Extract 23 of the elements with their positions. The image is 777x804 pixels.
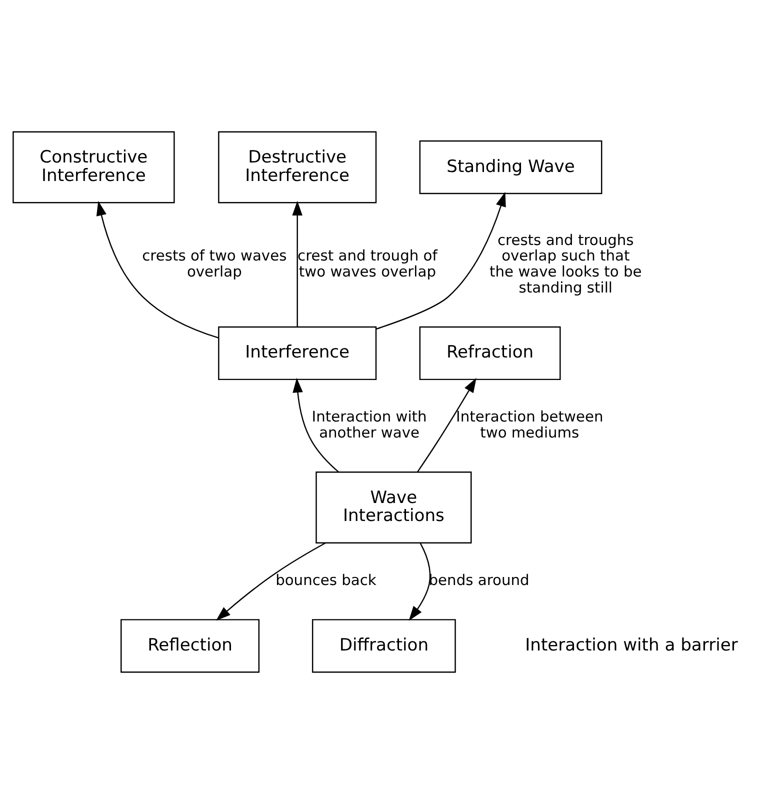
arrow [292, 378, 339, 472]
arrow [408, 542, 431, 621]
edge-label: Interaction with another wave [312, 408, 427, 442]
node-box: Refraction [419, 326, 561, 380]
arrow [292, 200, 302, 327]
node-box: Reflection [120, 619, 260, 673]
label: Interaction with a barrier [525, 635, 738, 656]
node-box: Wave Interactions [316, 472, 472, 544]
arrow [96, 200, 219, 338]
arrow [376, 192, 506, 330]
node-box: Destructive Interference [218, 131, 377, 204]
edge-label: bounces back [276, 572, 376, 590]
node-box: Interference [218, 326, 377, 380]
edge-label: crests and troughs overlap such that the wave looks to be standing still [490, 232, 642, 296]
node-box: Standing Wave [419, 140, 602, 194]
arrow [417, 378, 476, 472]
node-box: Diffraction [312, 619, 456, 673]
edge-label: crest and trough of two waves overlap [298, 248, 438, 281]
arrow [216, 542, 326, 621]
edge-label: crests of two waves overlap [142, 248, 287, 281]
edge-label: bends around [428, 572, 530, 590]
node-box: Constructive Interference [12, 131, 175, 204]
edge-label: Interaction between two mediums [456, 408, 604, 442]
